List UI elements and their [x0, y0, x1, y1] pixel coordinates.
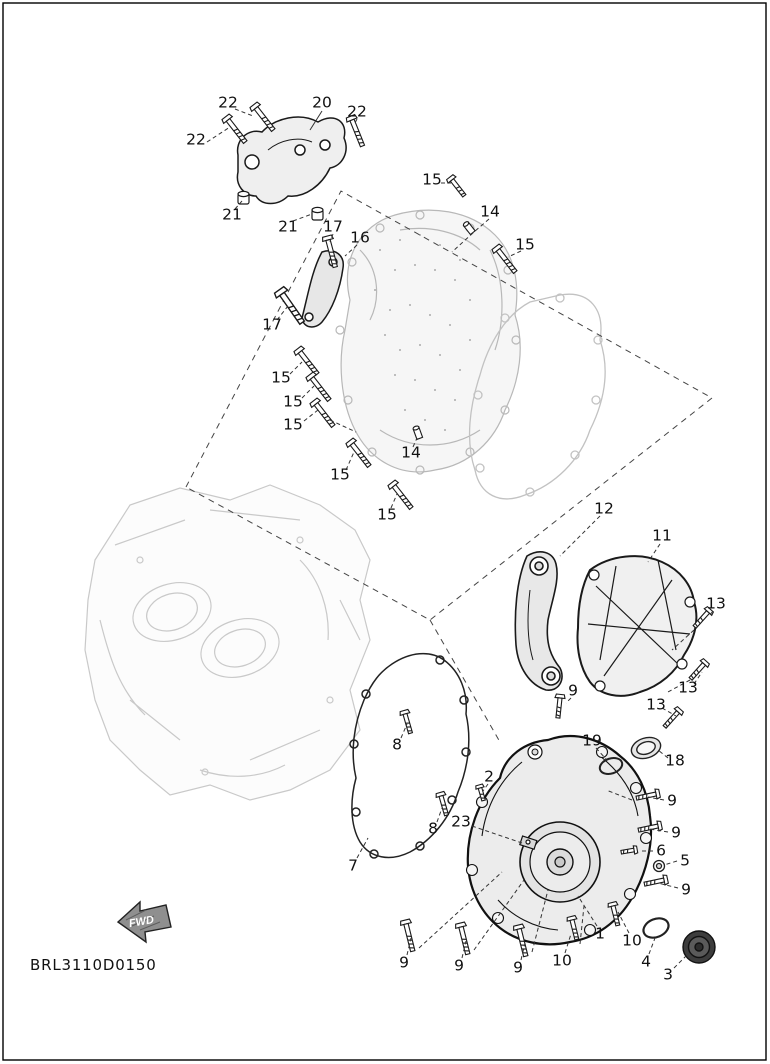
stipple-texture	[374, 234, 471, 431]
part-5-washer	[652, 859, 666, 873]
part-19-oring	[598, 757, 624, 775]
part-12-cover	[514, 551, 563, 691]
construction-lines	[185, 190, 713, 743]
part-4-oring	[642, 917, 670, 939]
part-3-cap	[682, 930, 716, 964]
diagram-code: BRL3110D0150	[30, 956, 157, 974]
part-1-generator-cover	[465, 734, 653, 946]
leader-lines	[206, 108, 714, 969]
fwd-arrow: FWD	[116, 900, 172, 944]
part-21-dampers	[237, 190, 324, 221]
part-18-cap	[630, 736, 662, 760]
part-11-cover	[576, 555, 698, 697]
part-20-bracket	[236, 116, 347, 205]
part-23-clamp	[519, 835, 538, 850]
fwd-arrow-label: FWD	[128, 914, 155, 930]
part-7-gasket	[349, 652, 471, 859]
clutch-gasket-faded	[468, 293, 606, 500]
engine-block-faded	[84, 484, 371, 801]
part-16-stay	[301, 250, 344, 328]
